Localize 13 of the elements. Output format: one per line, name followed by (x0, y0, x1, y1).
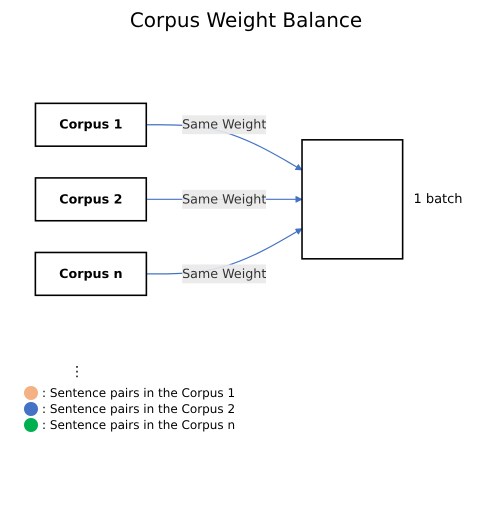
node-box (302, 138, 404, 260)
node-box: Corpus 2 (35, 176, 148, 222)
ellipsis-label: ⋮ (70, 364, 85, 380)
legend-text: : Sentence pairs in the Corpus 1 (42, 386, 236, 400)
legend-text: : Sentence pairs in the Corpus 2 (42, 402, 236, 416)
legend-text: : Sentence pairs in the Corpus n (42, 418, 236, 432)
node-caption: 1 batch (413, 192, 463, 206)
diagram-title: Corpus Weight Balance (128, 8, 364, 32)
edge-label: Same Weight (182, 191, 267, 206)
node-box: Corpus n (35, 251, 148, 296)
edge-label: Same Weight (182, 116, 267, 132)
edge-label: Same Weight (182, 266, 267, 281)
node-box: Corpus 1 (35, 102, 148, 147)
